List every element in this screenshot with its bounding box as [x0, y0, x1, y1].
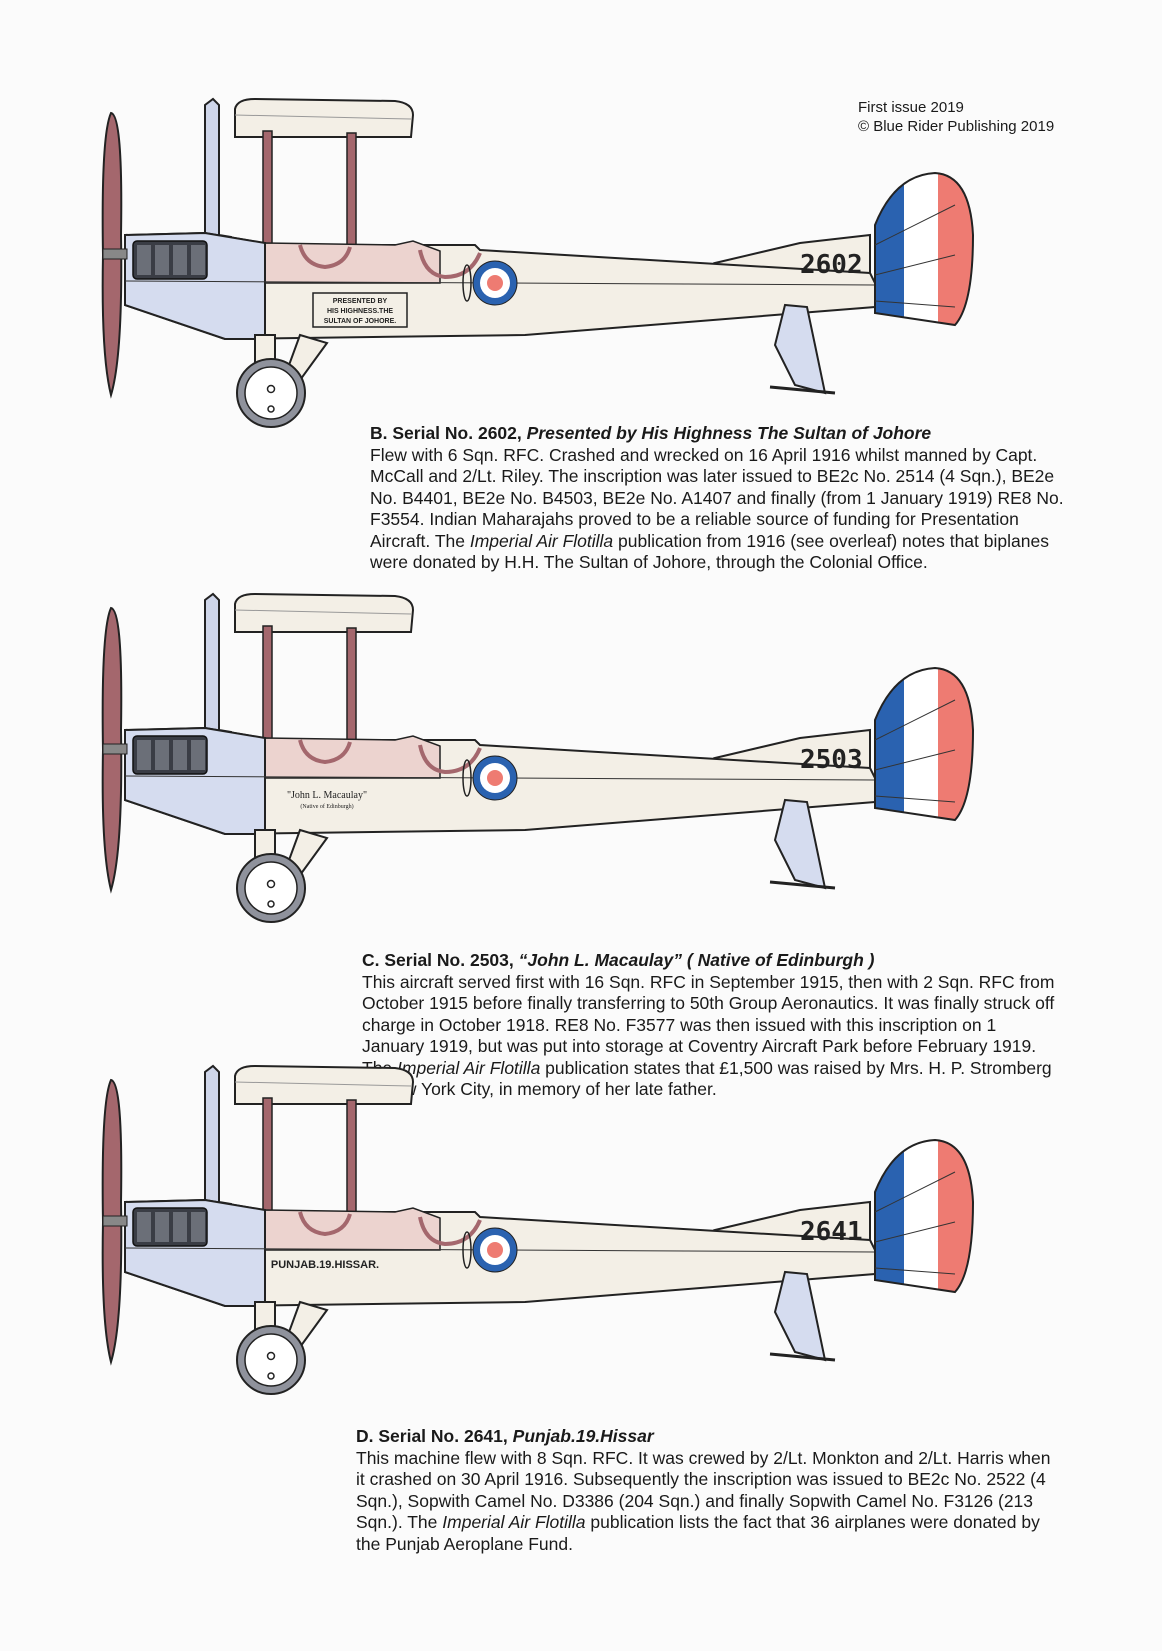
upper-wing	[234, 1064, 415, 1105]
entry-name: Punjab.19.Hissar	[512, 1426, 654, 1446]
issue-line: First issue 2019	[858, 99, 964, 116]
body-text: publication lists the fact that 36 airpl…	[356, 1512, 1040, 1554]
tailskid	[773, 798, 827, 890]
cabane-strut-rear	[346, 1099, 357, 1219]
caption-2503: C. Serial No. 2503, “John L. Macaulay” (…	[362, 950, 1062, 1101]
fuselage-serial: 2602	[800, 250, 863, 280]
aircraft-profile-2602: PRESENTED BY HIS HIGHNESS.THE SULTAN OF JO…	[101, 97, 975, 428]
engine-cylinders	[132, 735, 208, 775]
wheel	[236, 358, 306, 428]
rfc-roundel	[462, 1227, 518, 1273]
inscription-line: PRESENTED BY	[333, 298, 388, 305]
engine-cylinders	[132, 1207, 208, 1247]
cockpit-panel	[264, 735, 441, 779]
entry-name: Presented by His Highness The Sultan of …	[526, 423, 932, 443]
exhaust-stack	[204, 1064, 232, 1219]
inscription-line: (Native of Edinburgh)	[300, 803, 353, 810]
fuselage-serial: 2641	[800, 1217, 863, 1247]
inscription-line: HIS HIGHNESS.THE	[327, 308, 393, 315]
entry-serial-label: Serial No. 2602,	[392, 423, 522, 443]
inscription-line: PUNJAB.19.HISSAR.	[271, 1259, 379, 1271]
presentation-inscription: PUNJAB.19.HISSAR.	[271, 1259, 379, 1271]
entry-title: C. Serial No. 2503, “John L. Macaulay” (…	[362, 950, 1062, 972]
copyright-line: © Blue Rider Publishing 2019	[858, 118, 1055, 135]
cabane-strut-front	[262, 1097, 273, 1219]
inscription-line: "John L. Macaulay"	[287, 790, 367, 801]
caption-2641: D. Serial No. 2641, Punjab.19.Hissar Thi…	[356, 1426, 1056, 1555]
entry-name: “John L. Macaulay” ( Native of Edinburgh…	[518, 950, 875, 970]
body-text: This machine flew with 8 Sqn. RFC. It wa…	[356, 1447, 1051, 1533]
exhaust-stack	[204, 97, 232, 252]
cockpit-panel	[264, 1207, 441, 1251]
entry-serial-label: Serial No. 2503,	[384, 950, 514, 970]
entry-letter: B.	[370, 423, 388, 443]
entry-letter: C.	[362, 950, 380, 970]
entry-serial-label: Serial No. 2641,	[378, 1426, 508, 1446]
upper-wing	[234, 97, 415, 138]
body-text: Flew with 6 Sqn. RFC. Crashed and wrecke…	[370, 444, 1064, 551]
rfc-roundel	[462, 755, 518, 801]
wheel	[236, 1325, 306, 1395]
entry-body: This aircraft served first with 16 Sqn. …	[362, 972, 1062, 1101]
upper-wing	[234, 592, 415, 633]
cabane-strut-rear	[346, 132, 357, 252]
tailskid	[773, 303, 827, 395]
entry-title: D. Serial No. 2641, Punjab.19.Hissar	[356, 1426, 1056, 1448]
rfc-roundel	[462, 260, 518, 306]
publication-title: Imperial Air Flotilla	[397, 1057, 541, 1078]
issue-info: First issue 2019 © Blue Rider Publishing…	[858, 98, 1054, 136]
entry-letter: D.	[356, 1426, 374, 1446]
exhaust-stack	[204, 592, 232, 747]
cabane-strut-front	[262, 625, 273, 747]
publication-title: Imperial Air Flotilla	[442, 1512, 586, 1532]
cabane-strut-front	[262, 130, 273, 252]
body-text: publication states that £1,500 was raise…	[362, 1057, 1052, 1100]
presentation-inscription: PRESENTED BY HIS HIGHNESS.THE SULTAN OF JO…	[312, 292, 408, 328]
aircraft-profile-2641: PUNJAB.19.HISSAR. 2641	[101, 1064, 975, 1395]
body-text: This aircraft served first with 16 Sqn. …	[362, 971, 1055, 1078]
caption-2602: B. Serial No. 2602, Presented by His Hig…	[370, 423, 1070, 574]
wheel	[236, 853, 306, 923]
engine-cylinders	[132, 240, 208, 280]
publication-title: Imperial Air Flotilla	[469, 530, 614, 551]
entry-title: B. Serial No. 2602, Presented by His Hig…	[370, 423, 1070, 445]
cockpit-panel	[264, 240, 441, 284]
entry-body: Flew with 6 Sqn. RFC. Crashed and wrecke…	[370, 445, 1070, 574]
presentation-inscription: "John L. Macaulay" (Native of Edinburgh)	[287, 790, 367, 810]
cabane-strut-rear	[346, 627, 357, 747]
tailskid	[773, 1270, 827, 1362]
aircraft-profile-2503: "John L. Macaulay"(Native of Edinburgh) …	[101, 592, 975, 923]
entry-body: This machine flew with 8 Sqn. RFC. It wa…	[356, 1448, 1056, 1556]
fuselage-serial: 2503	[800, 745, 863, 775]
inscription-line: SULTAN OF JOHORE.	[324, 318, 397, 325]
body-text: publication from 1916 (see overleaf) not…	[370, 530, 1049, 573]
